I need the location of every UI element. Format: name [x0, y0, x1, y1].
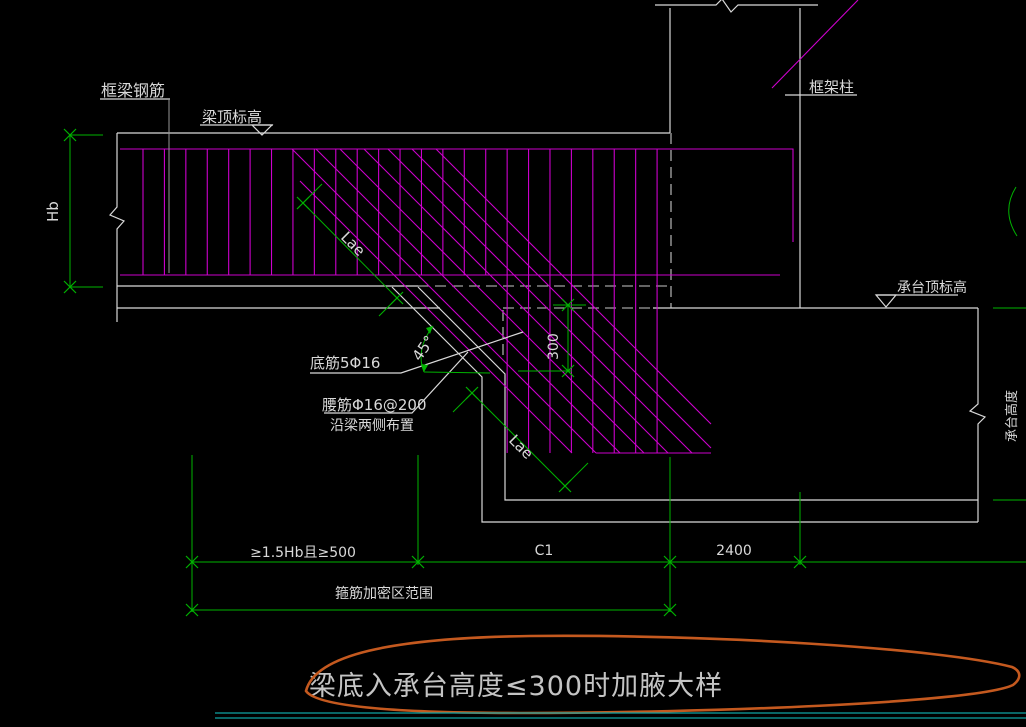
elevation-triangle-icon: [250, 124, 274, 136]
dim-2400-label: 2400: [716, 543, 752, 559]
elevation-triangle-icon: [874, 294, 898, 308]
anchorage-upper-label: Lae: [337, 228, 369, 260]
dim-left-label: ≥1.5Hb且≥500: [250, 545, 356, 561]
pile-cap-outline: [117, 286, 987, 523]
stirrup-zone-label: 箍筋加密区范围: [335, 585, 433, 602]
haunch-diagonal-bars: [291, 148, 712, 454]
beam-longitudinal-bars: [120, 0, 859, 454]
anchorage-lower-label: Lae: [505, 431, 537, 463]
stirrups: [142, 149, 658, 453]
frame-beam-rebar-label: 框梁钢筋: [101, 81, 165, 100]
frame-column-label: 框架柱: [809, 78, 854, 96]
waist-rebar-label: 腰筋Φ16@200: [322, 396, 427, 414]
beam-height-label: Hb: [44, 201, 62, 222]
review-markup: [215, 634, 1026, 719]
column-outline: [502, 0, 818, 360]
dim-c1-label: C1: [535, 543, 554, 559]
dimensions: [63, 128, 1026, 617]
waist-rebar-note: 沿梁两侧布置: [330, 418, 414, 434]
embed-depth-label: 300: [546, 333, 562, 360]
drawing-title: 梁底入承台高度≤300时加腋大样: [309, 671, 723, 702]
beam-top-elevation-label: 梁顶标高: [202, 108, 262, 126]
detail-bubble-arc: [1008, 186, 1018, 237]
angle-label: 45°: [409, 332, 439, 364]
beam-outline: [109, 132, 671, 322]
bottom-rebar-label: 底筋5Φ16: [310, 354, 380, 372]
cap-height-label: 承台高度: [1004, 390, 1020, 442]
cap-top-elevation-label: 承台顶标高: [897, 279, 967, 296]
text-labels: 框梁钢筋 梁顶标高 框架柱 底筋5Φ16 腰筋Φ16@200 沿梁两侧布置 承台…: [44, 78, 1020, 702]
